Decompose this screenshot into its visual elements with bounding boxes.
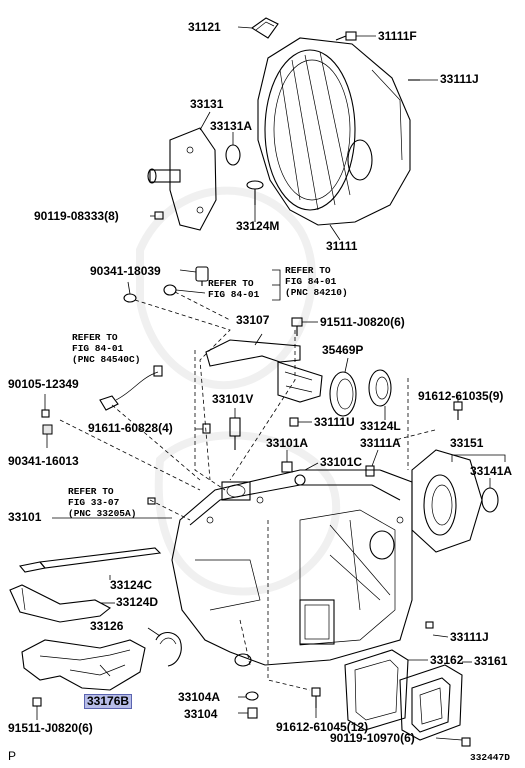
part-33131	[147, 127, 217, 231]
label-33176B-highlighted[interactable]: 33176B	[84, 694, 133, 709]
label-33111A[interactable]: 33111A	[360, 436, 401, 450]
label-90341-16013[interactable]: 90341-16013	[8, 454, 79, 468]
label-refer-fig-33-07: REFER TO FIG 33-07 (PNC 33205A)	[68, 486, 137, 519]
part-33151	[411, 449, 483, 553]
label-91612-61035[interactable]: 91612-61035(9)	[418, 389, 504, 403]
label-33101[interactable]: 33101	[8, 510, 42, 524]
part-33161	[399, 664, 463, 741]
part-90341-18039	[195, 266, 209, 286]
part-35469P	[329, 371, 357, 417]
label-33111U[interactable]: 33111U	[314, 415, 355, 429]
label-33101C[interactable]: 33101C	[320, 455, 363, 469]
label-33111J-top[interactable]: 33111J	[440, 72, 479, 86]
label-90105-12349[interactable]: 90105-12349	[8, 377, 79, 391]
watermark	[136, 186, 341, 596]
label-refer-fig-84-01-c: REFER TO FIG 84-01 (PNC 84540C)	[72, 332, 141, 365]
label-91611-60828[interactable]: 91611-60828(4)	[88, 421, 173, 435]
part-33162	[344, 649, 409, 731]
label-33101V[interactable]: 33101V	[212, 392, 254, 406]
part-33124C	[18, 547, 162, 573]
part-31111F	[335, 31, 357, 41]
label-33124M[interactable]: 33124M	[236, 219, 280, 233]
part-31121	[251, 17, 279, 39]
label-refer-fig-84-01-a: REFER TO FIG 84-01	[208, 278, 260, 300]
label-90119-10970[interactable]: 90119-10970(6)	[330, 731, 415, 745]
label-33107[interactable]: 33107	[236, 313, 270, 327]
label-90119-08333[interactable]: 90119-08333(8)	[34, 209, 119, 223]
label-90341-18039[interactable]: 90341-18039	[90, 264, 161, 278]
label-33131[interactable]: 33131	[190, 97, 224, 111]
corner-page-marker: P	[8, 749, 17, 763]
label-33124L[interactable]: 33124L	[360, 419, 401, 433]
label-35469P[interactable]: 35469P	[322, 343, 364, 357]
label-31111[interactable]: 31111	[326, 239, 358, 253]
label-33104A[interactable]: 33104A	[178, 690, 221, 704]
part-33101-case	[171, 469, 413, 667]
label-33104[interactable]: 33104	[184, 707, 218, 721]
label-33124C[interactable]: 33124C	[110, 578, 153, 592]
label-31121[interactable]: 31121	[188, 20, 221, 34]
part-33107	[205, 339, 323, 403]
label-33141A[interactable]: 33141A	[470, 464, 513, 478]
label-91511-J0820-top[interactable]: 91511-J0820(6)	[320, 315, 405, 329]
label-refer-fig-84-01-b: REFER TO FIG 84-01 (PNC 84210)	[285, 265, 348, 298]
label-33124D[interactable]: 33124D	[116, 595, 159, 609]
label-31111F[interactable]: 31111F	[378, 29, 417, 43]
label-33111J-bottom[interactable]: 33111J	[450, 630, 489, 644]
label-91612-61045[interactable]: 91612-61045(12)	[276, 720, 369, 734]
part-33124L	[368, 369, 392, 407]
label-33126[interactable]: 33126	[90, 619, 124, 633]
part-33176B	[21, 639, 146, 691]
diagram-id: 332447D	[470, 752, 510, 763]
label-33162[interactable]: 33162	[430, 653, 464, 667]
label-33151[interactable]: 33151	[450, 436, 484, 450]
part-90105-12349	[99, 365, 163, 411]
label-91511-J0820-bottom[interactable]: 91511-J0820(6)	[8, 721, 93, 735]
part-33124M	[246, 180, 264, 205]
part-31111-bellhousing	[257, 37, 411, 226]
label-33161[interactable]: 33161	[474, 654, 508, 668]
label-33131A[interactable]: 33131A	[210, 119, 253, 133]
label-33101A[interactable]: 33101A	[266, 436, 309, 450]
part-33124D	[9, 584, 111, 623]
